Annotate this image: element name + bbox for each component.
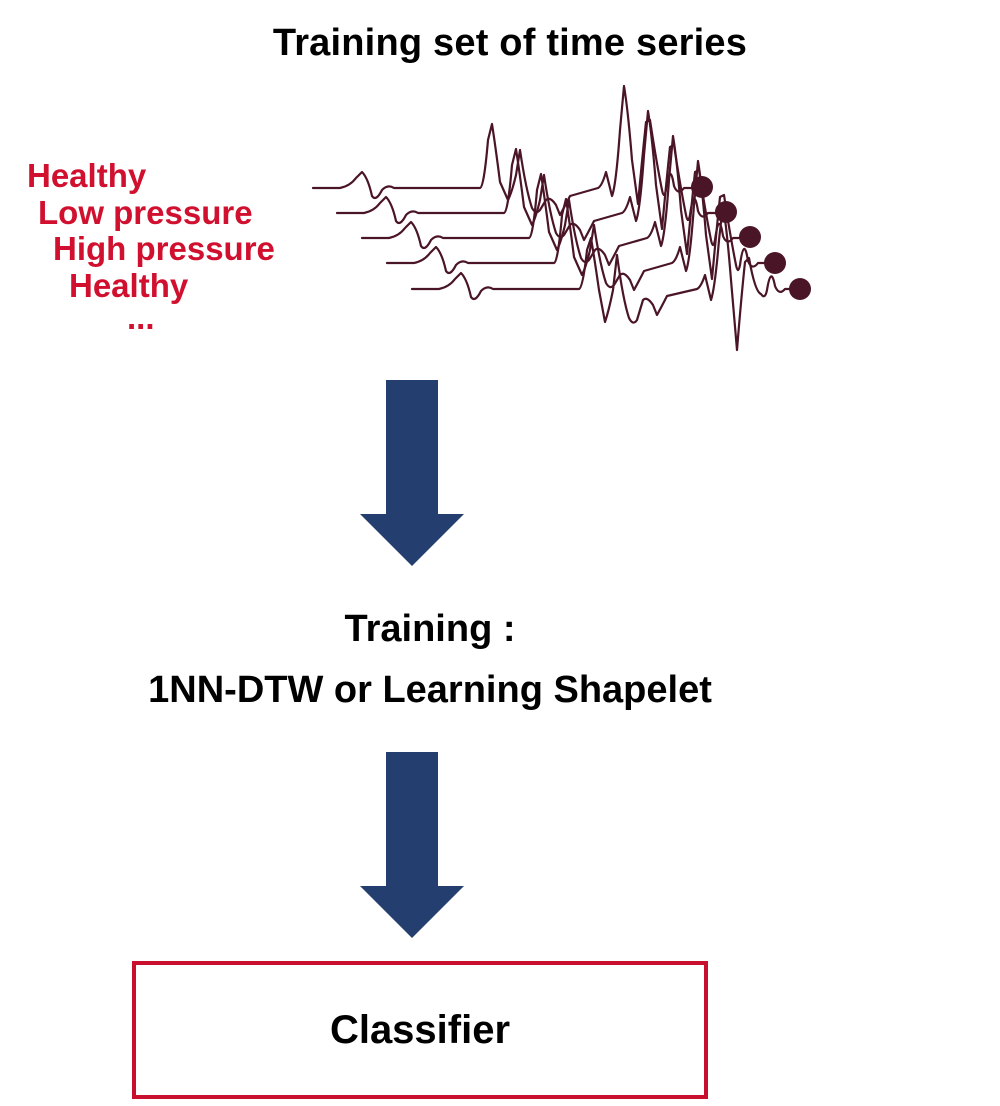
class-label-high-pressure: High pressure [53, 230, 275, 267]
series-endpoint-5 [789, 278, 811, 300]
time-series-1 [311, 84, 702, 217]
time-series-5 [410, 203, 802, 352]
class-label-healthy-2: Healthy [69, 267, 189, 304]
training-step-label: Training : [344, 608, 516, 650]
time-series-stack [311, 84, 811, 352]
classifier-box: Classifier [132, 961, 708, 1099]
class-label-low-pressure: Low pressure [38, 194, 253, 231]
down-arrow-1 [360, 380, 464, 566]
series-endpoint-3 [739, 226, 761, 248]
class-label-healthy-1: Healthy [27, 157, 147, 194]
time-series-2 [335, 109, 726, 242]
series-endpoint-2 [715, 201, 737, 223]
class-label-ellipsis: ... [127, 299, 155, 336]
series-endpoint-1 [691, 176, 713, 198]
classifier-label: Classifier [329, 1007, 511, 1052]
down-arrow-2 [360, 752, 464, 938]
time-series-3 [360, 134, 751, 267]
training-method-label: 1NN-DTW or Learning Shapelet [148, 669, 712, 711]
series-endpoint-4 [764, 252, 786, 274]
time-series-4 [385, 159, 776, 292]
diagram-title: Training set of time series [272, 22, 748, 64]
